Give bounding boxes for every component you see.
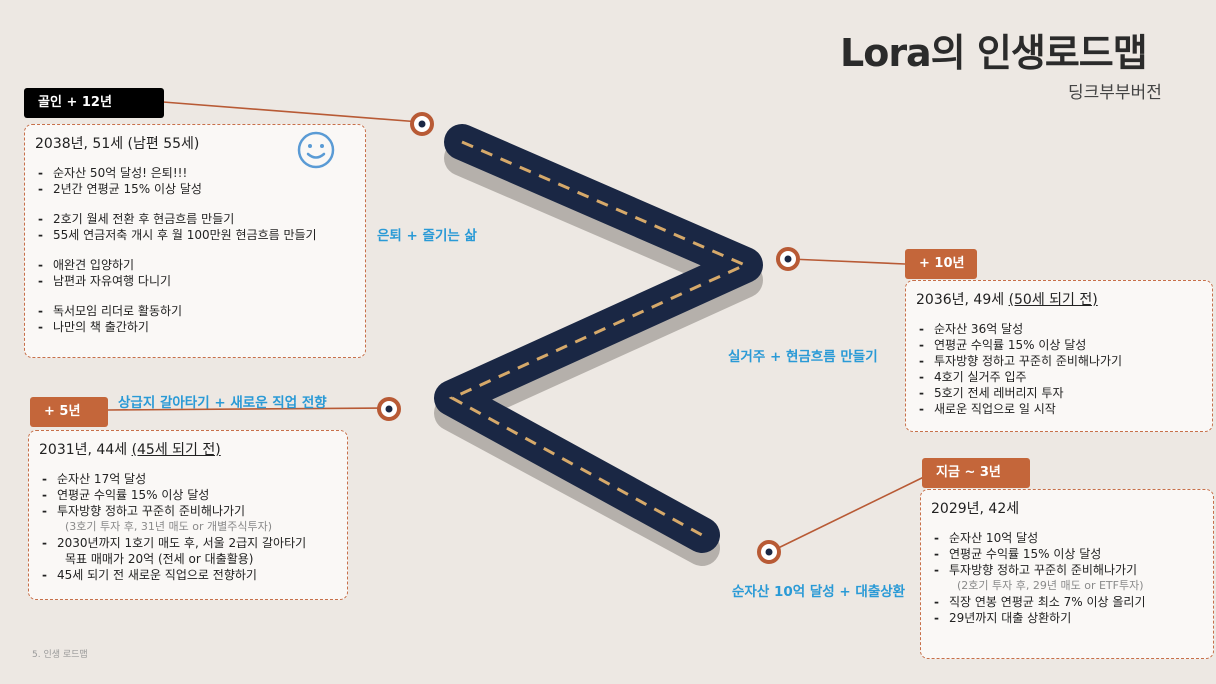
- list-item: 순자산 36억 달성: [916, 321, 1202, 337]
- list-item: 투자방향 정하고 꾸준히 준비해나가기: [931, 562, 1203, 578]
- tag-now: 지금 ~ 3년: [922, 458, 1030, 488]
- marker-goal: [410, 112, 434, 136]
- caption-now: 순자산 10억 달성 + 대출상환: [732, 584, 906, 600]
- tag-goal: 골인 + 12년: [24, 88, 164, 118]
- marker-10y: [776, 247, 800, 271]
- card-now: 2029년, 42세 순자산 10억 달성 연평균 수익률 15% 이상 달성 …: [920, 489, 1214, 659]
- connector-line-goal: [162, 101, 421, 123]
- connector-line-now: [769, 473, 931, 553]
- list-item: 4호기 실거주 입주: [916, 369, 1202, 385]
- list-item: 직장 연봉 연평균 최소 7% 이상 올리기: [931, 594, 1203, 610]
- caption-goal: 은퇴 + 즐기는 삶: [377, 228, 477, 244]
- card-goal-header: 2038년, 51세 (남편 55세): [35, 136, 200, 152]
- list-item-note: 목표 매매가 20억 (전세 or 대출활용): [65, 552, 254, 566]
- caption-5y: 상급지 갈아타기 + 새로운 직업 전향: [118, 395, 327, 411]
- page-title: Lora의 인생로드맵: [840, 31, 1148, 75]
- list-item: 연평균 수익률 15% 이상 달성: [39, 487, 337, 503]
- marker-5y: [377, 397, 401, 421]
- list-item: 순자산 10억 달성: [931, 530, 1203, 546]
- list-item: 55세 연금저축 개시 후 월 100만원 현금흐름 만들기: [35, 227, 355, 243]
- card-10y-header: 2036년, 49세 (50세 되기 전): [916, 292, 1098, 308]
- list-item: 2030년까지 1호기 매도 후, 서울 2급지 갈아타기: [39, 535, 337, 551]
- list-item: 연평균 수익률 15% 이상 달성: [931, 546, 1203, 562]
- list-item: 5호기 전세 레버리지 투자: [916, 385, 1202, 401]
- list-item: 45세 되기 전 새로운 직업으로 전향하기: [39, 567, 337, 583]
- list-item: 투자방향 정하고 꾸준히 준비해나가기: [916, 353, 1202, 369]
- list-item: 2호기 월세 전환 후 현금흐름 만들기: [35, 211, 355, 227]
- list-item-note: (3호기 투자 후, 31년 매도 or 개별주식투자): [65, 520, 272, 533]
- tag-5y: + 5년: [30, 397, 108, 427]
- page-subtitle: 딩크부부버전: [1068, 83, 1162, 103]
- smiley-face-icon: [297, 131, 335, 169]
- list-item: 새로운 직업으로 일 시작: [916, 401, 1202, 417]
- card-5y: 2031년, 44세 (45세 되기 전) 순자산 17억 달성 연평균 수익률…: [28, 430, 348, 600]
- caption-10y: 실거주 + 현금흐름 만들기: [728, 349, 878, 365]
- connector-line-10y: [789, 258, 906, 265]
- list-item: 애완견 입양하기: [35, 257, 355, 273]
- card-5y-header: 2031년, 44세 (45세 되기 전): [39, 442, 221, 458]
- card-goal: 2038년, 51세 (남편 55세) 순자산 50억 달성! 은퇴!!! 2년…: [24, 124, 366, 358]
- list-item: 순자산 50억 달성! 은퇴!!!: [35, 165, 355, 181]
- marker-now: [757, 540, 781, 564]
- list-item: 연평균 수익률 15% 이상 달성: [916, 337, 1202, 353]
- tag-10y: + 10년: [905, 249, 977, 279]
- list-item: 29년까지 대출 상환하기: [931, 610, 1203, 626]
- road-dashes: [448, 140, 749, 537]
- list-item: 나만의 책 출간하기: [35, 319, 355, 335]
- list-item: 독서모임 리더로 활동하기: [35, 303, 355, 319]
- card-now-header: 2029년, 42세: [931, 501, 1020, 517]
- list-item: 남편과 자유여행 다니기: [35, 273, 355, 289]
- list-item: 투자방향 정하고 꾸준히 준비해나가기: [39, 503, 337, 519]
- card-10y: 2036년, 49세 (50세 되기 전) 순자산 36억 달성 연평균 수익률…: [905, 280, 1213, 432]
- connector-line-5y: [107, 407, 389, 411]
- page-footer: 5. 인생 로드맵: [32, 650, 88, 660]
- list-item: 2년간 연평균 15% 이상 달성: [35, 181, 355, 197]
- list-item: 순자산 17억 달성: [39, 471, 337, 487]
- list-item-note: (2호기 투자 후, 29년 매도 or ETF투자): [957, 579, 1144, 592]
